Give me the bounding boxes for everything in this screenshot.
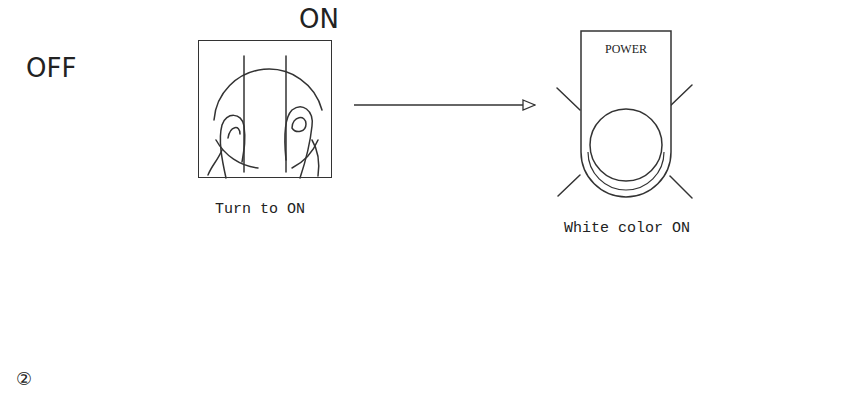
light-ray	[670, 176, 692, 198]
switch-dial	[214, 69, 322, 120]
finger-nail	[292, 118, 306, 132]
switch-on-label: ON	[299, 4, 339, 34]
light-ray	[557, 88, 580, 110]
lamp-label: POWER	[605, 42, 647, 57]
hand-outline	[312, 140, 319, 176]
flow-arrow	[354, 104, 535, 106]
hand-thumb	[220, 115, 244, 178]
hand-outline	[208, 150, 222, 175]
lamp-caption: White color ON	[564, 220, 690, 237]
power-lamp: POWERWhite color ON	[580, 30, 672, 198]
step-number: ②	[16, 368, 32, 389]
switch-dial	[216, 140, 258, 168]
lamp-lens	[590, 109, 662, 181]
lamp-housing	[581, 31, 671, 197]
switch-caption: Turn to ON	[215, 201, 305, 218]
switch-off-label: OFF	[26, 53, 76, 83]
hand-finger	[285, 107, 312, 178]
thumb-nail	[228, 128, 240, 138]
rotary-switch-box: ONOFFTurn to ON	[198, 40, 332, 178]
light-ray	[558, 175, 580, 196]
